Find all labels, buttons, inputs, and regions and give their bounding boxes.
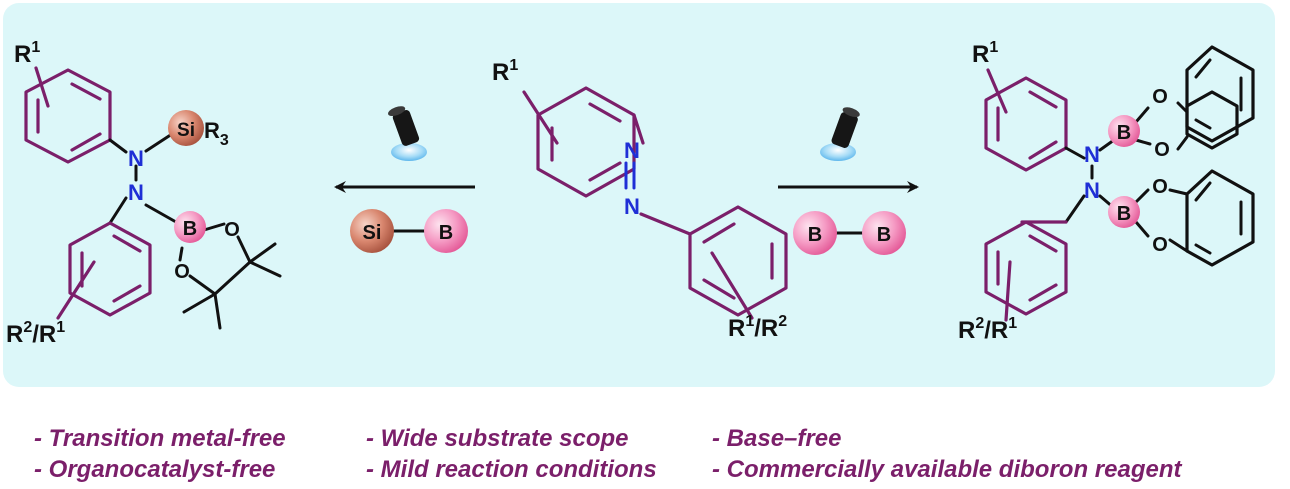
- nitrogen-label: N: [1084, 178, 1100, 203]
- silyl-r3-label: R3: [204, 118, 229, 149]
- boron-label: B: [877, 224, 891, 246]
- silicon-label: Si: [363, 222, 382, 244]
- boron-label: B: [183, 218, 197, 240]
- boron-sphere-icon: [793, 211, 837, 255]
- silicon-sphere-icon: [350, 209, 394, 253]
- substituent-r1-label: R1: [492, 57, 518, 86]
- oxygen-label: O: [1154, 139, 1170, 161]
- nitrogen-label: N: [624, 194, 640, 219]
- oxygen-label: O: [224, 219, 240, 241]
- nitrogen-label: N: [128, 146, 144, 171]
- boron-sphere-icon: [174, 211, 206, 243]
- boron-label: B: [439, 222, 453, 244]
- oxygen-label: O: [174, 261, 190, 283]
- boron-sphere-icon: [424, 209, 468, 253]
- boron-sphere-icon: [1108, 115, 1140, 147]
- diboration-product: [984, 45, 1255, 322]
- scheme-panel: [3, 3, 1275, 387]
- oxygen-label: O: [1152, 86, 1168, 108]
- silicon-label: Si: [177, 120, 195, 141]
- light-lamp-icon: [820, 107, 860, 161]
- light-lamp-icon: [388, 106, 427, 161]
- boron-label: B: [1117, 122, 1131, 144]
- azobenzene-reactant: [522, 86, 788, 320]
- silylboration-product: [24, 66, 282, 330]
- feature-organocatalyst-free: - Organocatalyst-free: [34, 456, 276, 483]
- feature-mild-conditions: - Mild reaction conditions: [366, 456, 657, 483]
- nitrogen-label: N: [624, 138, 640, 163]
- nitrogen-label: N: [128, 180, 144, 205]
- substituent-r2-r1-label: R2/R1: [6, 319, 65, 348]
- substituent-r2-r1-label: R2/R1: [958, 315, 1017, 344]
- substituent-r1-r2-label: R1/R2: [728, 313, 787, 342]
- reaction-scheme: N N R1 R1/R2 Si B B B: [3, 3, 1275, 387]
- boron-sphere-icon: [862, 211, 906, 255]
- boron-label: B: [808, 224, 822, 246]
- feature-wide-substrate-scope: - Wide substrate scope: [366, 425, 629, 452]
- oxygen-label: O: [1152, 176, 1168, 198]
- silicon-sphere-icon: [168, 110, 204, 146]
- feature-transition-metal-free: - Transition metal-free: [34, 425, 286, 452]
- nitrogen-label: N: [1084, 142, 1100, 167]
- substituent-r1-label: R1: [972, 39, 998, 68]
- boron-label: B: [1117, 203, 1131, 225]
- feature-commercial-diboron: - Commercially available diboron reagent: [712, 456, 1182, 483]
- oxygen-label: O: [1152, 234, 1168, 256]
- boron-sphere-icon: [1108, 196, 1140, 228]
- substituent-r1-label: R1: [14, 39, 40, 68]
- feature-base-free: - Base–free: [712, 425, 842, 452]
